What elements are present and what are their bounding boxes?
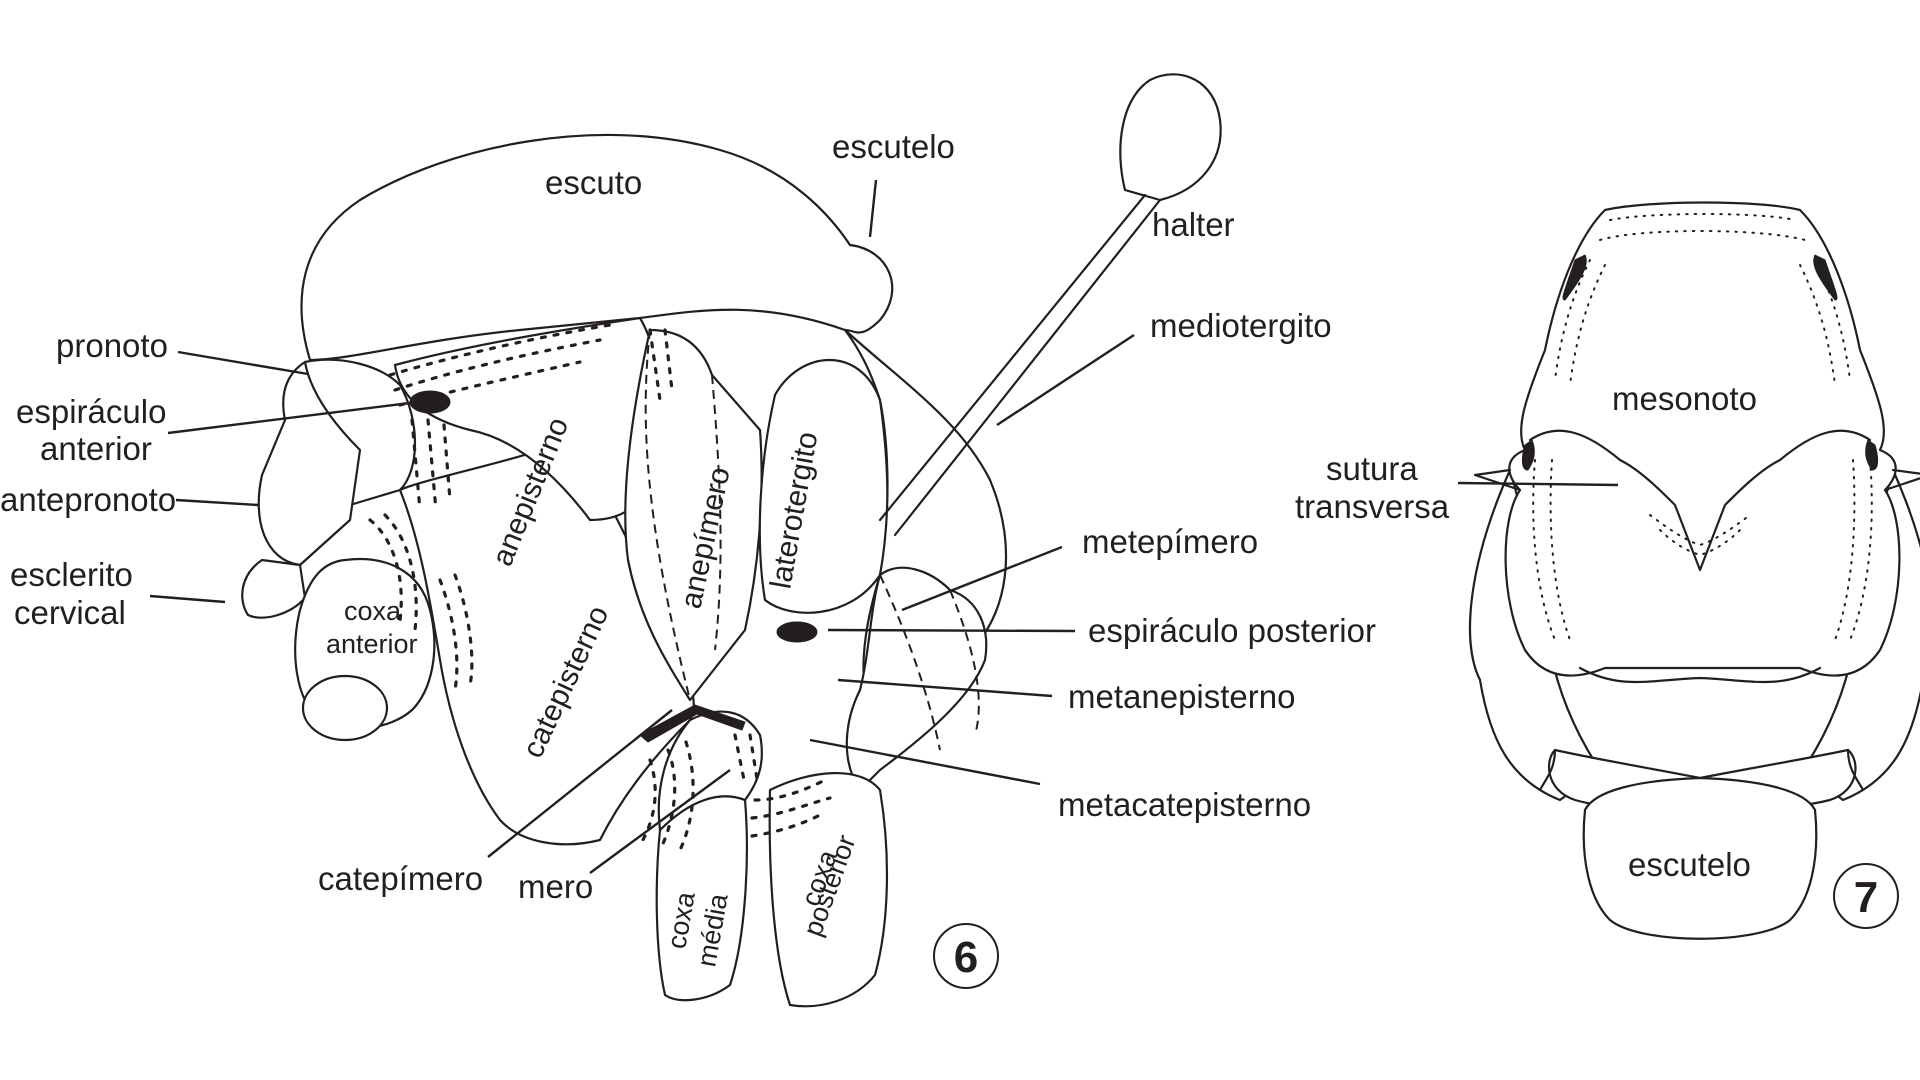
label-metepimero: metepímero xyxy=(1082,523,1258,560)
figure-6-lateral-thorax: escuto escutelo halter mediotergito pron… xyxy=(0,73,1376,1008)
label-mero: mero xyxy=(518,868,593,905)
figure-7-number-circle xyxy=(1833,863,1899,929)
label-mediotergito: mediotergito xyxy=(1150,307,1332,344)
metepimero-outline xyxy=(845,566,988,792)
label-escutelo-fig7: escutelo xyxy=(1628,846,1751,883)
label-escutelo-fig6: escutelo xyxy=(832,128,955,165)
coxa-posterior-outline xyxy=(768,772,889,1008)
figure-6-leader-lines xyxy=(149,179,1135,874)
label-coxa-anterior-2: anterior xyxy=(326,629,418,659)
label-coxa-anterior-1: coxa xyxy=(344,596,402,626)
espiraculo-posterior-mark xyxy=(776,621,818,643)
label-espiraculo-posterior: espiráculo posterior xyxy=(1088,612,1376,649)
label-pronoto: pronoto xyxy=(56,327,168,364)
label-halter: halter xyxy=(1152,206,1235,243)
halter-stem xyxy=(878,193,1162,537)
label-espiraculo-anterior-2: anterior xyxy=(40,430,152,467)
sutura-transversa-line xyxy=(1528,429,1872,572)
label-esclerito-cervical-2: cervical xyxy=(14,594,126,631)
label-metanepisterno: metanepisterno xyxy=(1068,678,1295,715)
figure-6-number-circle xyxy=(933,923,999,989)
label-catepimero: catepímero xyxy=(318,860,483,897)
label-escuto: escuto xyxy=(545,164,642,201)
figure-7-number: 7 xyxy=(1854,873,1878,922)
mesonoto-outline xyxy=(1504,201,1901,677)
label-antepronoto: antepronoto xyxy=(0,481,176,518)
label-mesonoto: mesonoto xyxy=(1612,380,1757,417)
antepronoto-outline xyxy=(257,360,362,567)
mero-outline xyxy=(657,710,763,832)
stippling-fig7 xyxy=(1532,213,1873,641)
figure-6-number: 6 xyxy=(954,933,978,982)
figure-7-dorsal-thorax: mesonoto sutura transversa escutelo 7 xyxy=(1295,201,1920,940)
escutelo-fig7-outline xyxy=(1582,776,1818,940)
label-esclerito-cervical-1: esclerito xyxy=(10,556,133,593)
label-sutura-transversa-2: transversa xyxy=(1295,488,1450,525)
label-metacatepisterno: metacatepisterno xyxy=(1058,786,1311,823)
label-sutura-transversa-1: sutura xyxy=(1326,450,1418,487)
stippling xyxy=(368,323,832,852)
anepimero-outline xyxy=(624,328,763,702)
catepimero-suture xyxy=(639,704,746,743)
esclerito-cervical-outline xyxy=(241,558,307,619)
coxa-anterior-end xyxy=(301,674,389,742)
halter-knob xyxy=(1119,73,1222,202)
label-espiraculo-anterior-1: espiráculo xyxy=(16,393,166,430)
